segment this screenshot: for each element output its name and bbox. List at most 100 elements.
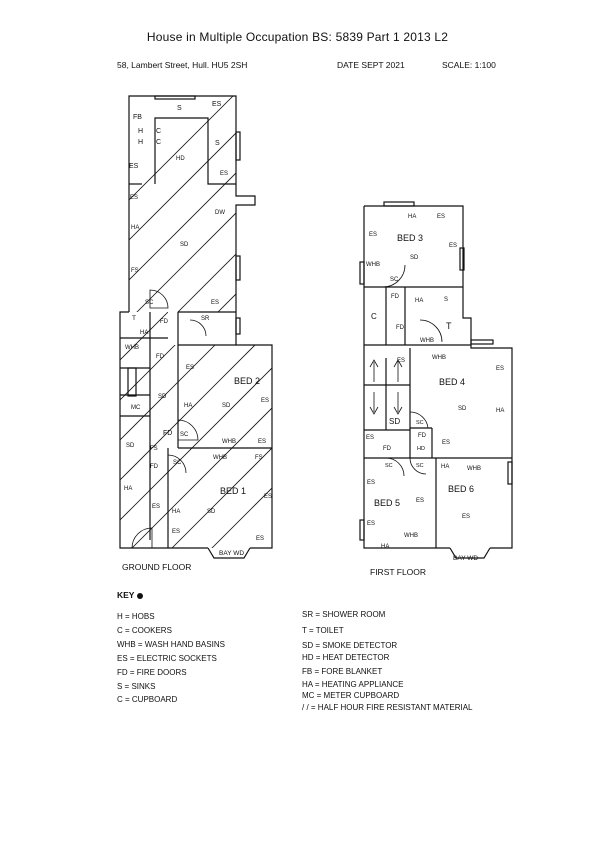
bay-window — [207, 547, 251, 559]
gf-label: ES — [129, 163, 139, 170]
ff-label: WHB — [420, 338, 434, 344]
gf-label: ES — [258, 439, 266, 445]
gf-label: HA — [172, 509, 180, 515]
ff-label: ES — [442, 440, 450, 446]
ff-label: ES — [416, 498, 424, 504]
key-title: KEY — [117, 590, 135, 600]
key-item: SR = SHOWER ROOM — [302, 610, 386, 619]
ff-label: SD — [410, 255, 419, 261]
gf-label: HA — [184, 403, 192, 409]
gf-label: S — [215, 140, 220, 147]
ff-label: ES — [367, 521, 375, 527]
kitchen-wall — [154, 117, 236, 185]
ff-label: ES — [462, 514, 470, 520]
ff-label: T — [446, 321, 452, 331]
document-title: House in Multiple Occupation BS: 5839 Pa… — [146, 30, 449, 44]
ff-label: ES — [366, 435, 374, 441]
key-item: FB = FORE BLANKET — [302, 667, 383, 676]
ff-label: HA — [381, 544, 389, 550]
gf-label: SD — [207, 509, 216, 515]
ff-label: WHB — [366, 262, 380, 268]
gf-label: ES — [211, 300, 219, 306]
gf-label: HA — [131, 225, 139, 231]
ground-floor-labels: FB S ES H H C C S HD ES ES DW ES HA SD F… — [124, 101, 272, 542]
gf-label: FD — [163, 430, 172, 437]
room-name-bed2: BED 2 — [234, 376, 260, 386]
ff-label: SC — [416, 463, 424, 469]
gf-label: FD — [150, 464, 159, 470]
key-item: / / = HALF HOUR FIRE RESISTANT MATERIAL — [302, 703, 473, 712]
ff-label: SC — [416, 420, 424, 426]
gf-label: FS — [150, 446, 158, 452]
first-bay-window — [449, 547, 491, 559]
room-name-bed1: BED 1 — [220, 486, 246, 496]
ground-floor-plan — [119, 95, 273, 559]
gf-label: HD — [176, 156, 185, 162]
key-item: HD = HEAT DETECTOR — [302, 653, 390, 662]
ff-label: ES — [369, 232, 377, 238]
ff-label: ES — [367, 480, 375, 486]
gf-label: ES — [186, 365, 194, 371]
front-wall — [119, 311, 208, 549]
survey-date: DATE SEPT 2021 — [337, 60, 405, 70]
ff-label: SC — [385, 463, 393, 469]
ff-label: FD — [396, 325, 405, 331]
gf-label: HA — [140, 330, 148, 336]
ground-floor-caption: GROUND FLOOR — [122, 562, 191, 572]
gf-label: ES — [256, 536, 264, 542]
gf-label: SC — [173, 460, 182, 466]
ff-label: SD — [389, 417, 400, 426]
key-item: H = HOBS — [117, 612, 155, 621]
gf-label: S — [177, 105, 182, 112]
ff-label: FD — [418, 433, 427, 439]
gf-label: ES — [261, 398, 269, 404]
ff-label: ES — [437, 214, 445, 220]
ff-label: WHB — [404, 533, 418, 539]
rear-wing-wall — [128, 95, 256, 312]
address: 58, Lambert Street, Hull. HU5 2SH — [117, 60, 248, 70]
ff-label: HA — [441, 464, 449, 470]
key-item: WHB = WASH HAND BASINS — [117, 640, 225, 649]
gf-label: HA — [124, 486, 132, 492]
gf-label: FS — [255, 455, 263, 461]
rear-window — [235, 131, 241, 161]
gf-label: WHB — [222, 439, 236, 445]
gf-label: ES — [172, 529, 180, 535]
ff-label: HD — [417, 446, 425, 452]
ff-label: ES — [397, 358, 405, 364]
ground-bay-window-label: BAY WD — [219, 550, 244, 557]
gf-label: WHB — [125, 345, 139, 351]
ff-label: SC — [390, 277, 399, 283]
first-floor-plan — [359, 201, 513, 559]
ground-floor-room-names: BED 2 BED 1 BAY WD — [219, 376, 260, 557]
gf-label: ES — [152, 504, 160, 510]
room-name-bed6: BED 6 — [448, 484, 474, 494]
gf-label: SR — [201, 316, 210, 322]
first-floor-caption: FIRST FLOOR — [370, 567, 426, 577]
key-item: T = TOILET — [302, 626, 344, 635]
gf-label: SC — [180, 432, 189, 438]
ff-label: HA — [408, 214, 416, 220]
gf-label: H — [138, 139, 143, 146]
bullet-icon — [137, 592, 144, 599]
first-bay-window-label: BAY WD — [453, 555, 478, 562]
key-item: FD = FIRE DOORS — [117, 668, 187, 677]
gf-label: C — [156, 139, 161, 146]
first-floor-outer-wall — [364, 205, 513, 549]
gf-label: MC — [131, 405, 141, 411]
ff-label: WHB — [432, 355, 446, 361]
hatching-ground-front — [120, 312, 272, 548]
key-heading: KEY — [117, 590, 144, 600]
gf-label: SD — [180, 242, 189, 248]
key-item: MC = METER CUPBOARD — [302, 691, 400, 700]
ff-label: FD — [383, 446, 392, 452]
gf-label: SD — [222, 403, 231, 409]
gf-label: SD — [158, 394, 167, 400]
ff-label: C — [371, 312, 377, 321]
ff-label: S — [444, 297, 448, 303]
key-item: S = SINKS — [117, 682, 156, 691]
gf-label: FD — [156, 354, 165, 360]
key-item: ES = ELECTRIC SOCKETS — [117, 654, 217, 663]
gf-label: ES — [220, 171, 228, 177]
